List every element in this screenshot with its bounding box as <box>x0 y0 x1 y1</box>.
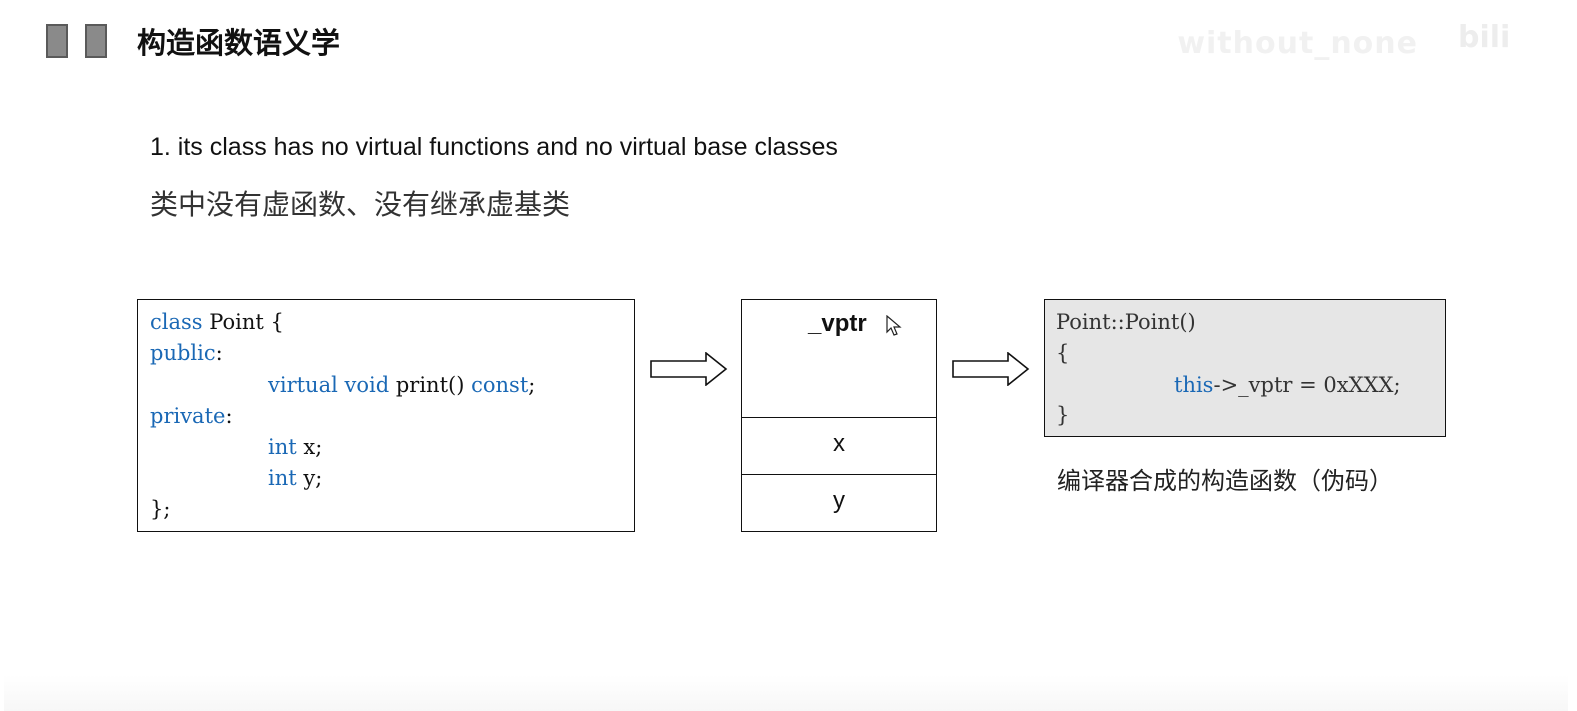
code-text: ->_vptr = 0xXXX; <box>1213 373 1401 397</box>
code-text: : <box>225 404 233 428</box>
code-line: class Point { <box>150 307 284 338</box>
point-english: 1. its class has no virtual functions an… <box>150 133 838 161</box>
code-line: }; <box>150 494 170 525</box>
member-x-cell: x <box>742 417 936 474</box>
code-line: Point::Point() <box>1056 310 1196 334</box>
slide: 构造函数语义学 without_none bili 1. its class h… <box>4 0 1568 711</box>
code-keyword: public <box>150 341 216 365</box>
code-text: x; <box>296 435 323 459</box>
watermark-text: without_none <box>1177 26 1418 61</box>
code-keyword: void <box>344 373 390 397</box>
code-line: } <box>1056 403 1070 427</box>
code-line: int y; <box>268 463 322 494</box>
bilibili-logo: bili <box>1458 20 1511 55</box>
code-keyword: private <box>150 404 226 428</box>
code-line: private: <box>150 401 233 432</box>
title-deco-block <box>85 24 107 58</box>
code-line: virtual void print() const; <box>268 370 535 401</box>
code-keyword: int <box>268 435 297 459</box>
mouse-cursor-icon <box>886 315 902 336</box>
code-line: public: <box>150 338 223 369</box>
footer-shade <box>4 675 1568 711</box>
arrow-right-icon <box>952 352 1030 386</box>
constructor-code-box: Point::Point() { this->_vptr = 0xXXX; } <box>1044 299 1446 437</box>
vptr-cell: _vptr <box>742 300 936 417</box>
point-chinese: 类中没有虚函数、没有继承虚基类 <box>150 188 571 221</box>
code-line: int x; <box>268 432 322 463</box>
code-text: print() <box>389 373 465 397</box>
code-line: { <box>1056 341 1070 365</box>
vptr-label: _vptr <box>808 310 867 337</box>
code-text: }; <box>150 497 171 521</box>
code-keyword: class <box>150 310 203 334</box>
member-y-cell: y <box>742 474 936 533</box>
code-text: Point { <box>202 310 284 334</box>
constructor-caption: 编译器合成的构造函数（伪码） <box>1057 467 1393 495</box>
class-code-box: class Point { public: virtual void print… <box>137 299 635 532</box>
code-keyword: this <box>1174 373 1214 397</box>
title-deco-block <box>46 24 68 58</box>
code-text: y; <box>296 466 323 490</box>
arrow-right-icon <box>650 352 728 386</box>
code-text: : <box>215 341 223 365</box>
code-line: this->_vptr = 0xXXX; <box>1174 370 1401 401</box>
code-keyword: const <box>471 373 529 397</box>
object-layout-box: _vptr x y <box>741 299 937 532</box>
code-keyword: virtual <box>268 373 338 397</box>
code-text: ; <box>528 373 536 397</box>
code-keyword: int <box>268 466 297 490</box>
page-title: 构造函数语义学 <box>137 26 341 60</box>
